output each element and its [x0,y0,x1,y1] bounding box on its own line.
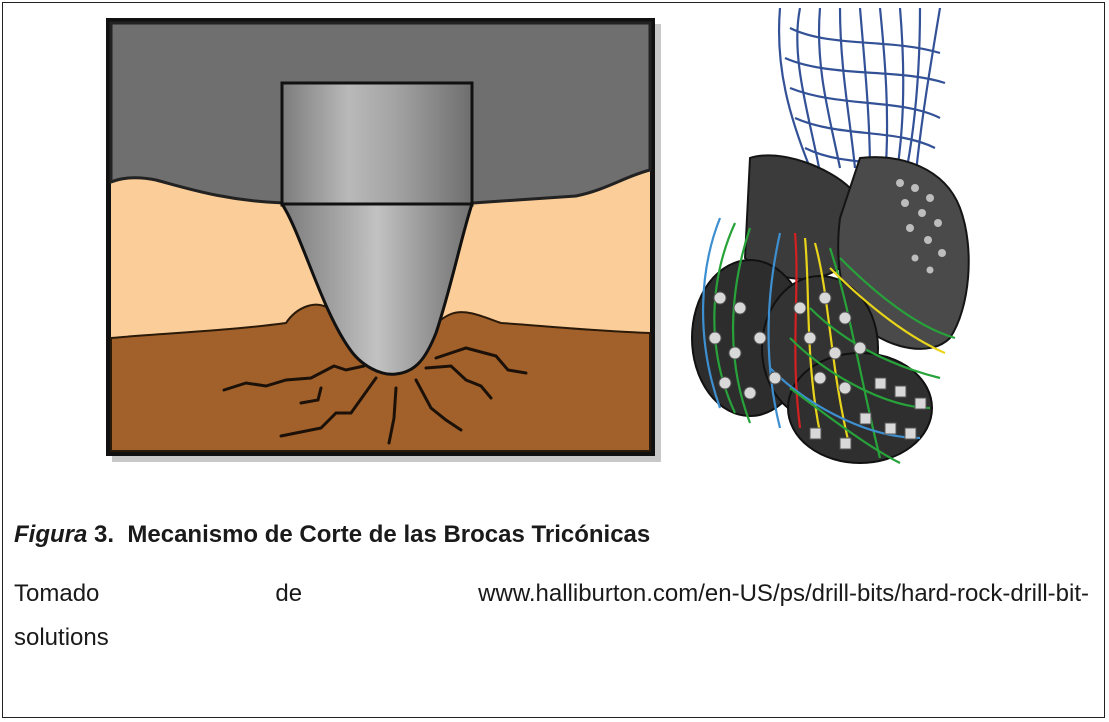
cutter-teeth [708,291,927,450]
flow-lines-blue [777,8,946,184]
source-line-2: solutions [14,624,109,651]
bit-shank [280,81,474,207]
source-line-1: Tomado de www.halliburton.com/en-US/ps/d… [14,580,1089,608]
figure-number: 3. [94,521,115,548]
source-word-de: de [275,580,303,607]
bit-tip [279,202,475,376]
tricone-bit-flow-render [691,8,970,464]
figure-caption: Figura 3. Mecanismo de Corte de las Broc… [14,521,650,549]
cutting-mechanism-illustration [106,18,661,462]
source-url: www.halliburton.com/en-US/ps/drill-bits/… [478,580,1089,607]
figure-title: Mecanismo de Corte de las Brocas Tricóni… [127,521,651,548]
source-word-tomado: Tomado [14,580,100,607]
flow-lines-color [701,217,956,464]
figure-label: Figura [14,521,88,548]
leg-inserts [896,179,946,274]
rock-cracks [222,346,528,445]
